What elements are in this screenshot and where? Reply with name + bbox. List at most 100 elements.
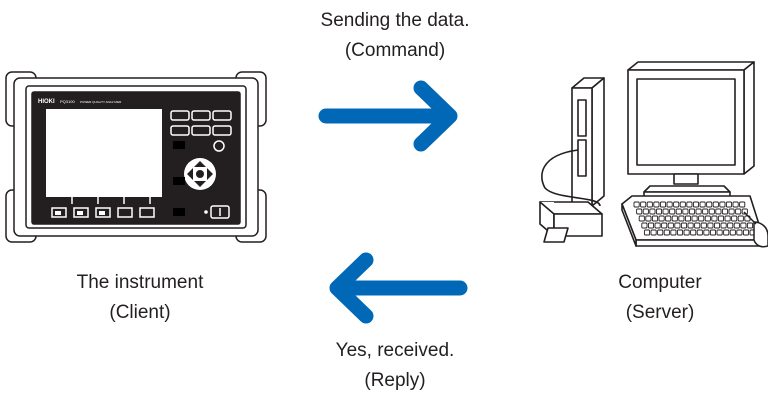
keyboard-key (703, 229, 710, 236)
keyboard-key (682, 208, 689, 215)
keyboard-key (720, 222, 727, 229)
keyboard-key (665, 215, 672, 222)
keyboard-key (692, 201, 700, 208)
keyboard-key (696, 229, 703, 236)
keyboard-key (686, 201, 693, 208)
keyboard-key (713, 222, 721, 229)
keyboard-key (680, 222, 688, 229)
keyboard-key (674, 222, 681, 229)
keyboard-key (676, 229, 684, 236)
keyboard-key (702, 208, 709, 215)
keyboard-key (671, 215, 678, 222)
keyboard-key (657, 229, 664, 236)
keyboard-key (669, 208, 676, 215)
keyboard-key (651, 215, 659, 222)
keyboard-keys (633, 201, 756, 236)
keyboard-key (706, 201, 713, 208)
keyboard-key (636, 208, 643, 215)
keyboard-key (727, 222, 734, 229)
keyboard-key (641, 222, 648, 229)
keyboard-key (724, 215, 731, 222)
model-label: PQ3100 (60, 99, 75, 104)
keyboard-key (646, 201, 653, 208)
keyboard-key (655, 208, 663, 215)
keyboard-key (650, 229, 657, 236)
keyboard-key (707, 222, 714, 229)
keyboard-key (687, 222, 694, 229)
keyboard-key (679, 201, 686, 208)
reply-label-line2: (Reply) (364, 370, 426, 391)
client-label-line2: (Client) (109, 302, 171, 323)
keyboard-key (643, 229, 651, 236)
keyboard-key (638, 215, 645, 222)
send-label: Sending the data. (Command) (270, 6, 520, 66)
keyboard-key (673, 201, 680, 208)
keyboard-key (716, 229, 723, 236)
keyboard-key (742, 229, 750, 236)
keyboard-key (708, 208, 715, 215)
keyboard-key (647, 222, 655, 229)
keyboard-key (667, 222, 674, 229)
keyboard-key (717, 215, 725, 222)
model-subtitle: POWER QUALITY ANALYZER (80, 100, 122, 104)
keyboard-key (699, 201, 706, 208)
reply-arrow (329, 252, 468, 324)
keyboard-key (712, 201, 719, 208)
keyboard-key (704, 215, 711, 222)
keyboard-key (725, 201, 733, 208)
send-label-line2: (Command) (344, 40, 446, 61)
server-label: Computer (Server) (560, 268, 760, 328)
keyboard-key (711, 215, 718, 222)
keyboard-key (740, 222, 747, 229)
mouse-icon (743, 211, 768, 248)
keyboard-key (678, 215, 685, 222)
keyboard-key (728, 208, 735, 215)
keyboard-key (645, 215, 652, 222)
server-label-line1: Computer (618, 272, 702, 293)
keyboard-key (642, 208, 649, 215)
send-label-line1: Sending the data. (320, 10, 470, 31)
keyboard-key (666, 201, 673, 208)
keyboard-key (658, 215, 665, 222)
keyboard-key (723, 229, 730, 236)
keyboard-key (700, 222, 707, 229)
keyboard-key (688, 208, 696, 215)
keyboard-key (709, 229, 717, 236)
client-label-line1: The instrument (76, 272, 204, 293)
keyboard-key (670, 229, 677, 236)
instrument-device (5, 71, 267, 243)
keyboard-key (654, 222, 661, 229)
keyboard-key (653, 201, 660, 208)
keyboard-key (663, 229, 670, 236)
keyboard-key (733, 222, 740, 229)
keyboard-key (715, 208, 722, 215)
keyboard-key (719, 201, 726, 208)
keyboard-key (659, 201, 667, 208)
keyboard-key (684, 215, 692, 222)
keyboard-key (737, 215, 744, 222)
keyboard-key (736, 229, 743, 236)
keyboard-key (661, 222, 668, 229)
keyboard-key (695, 208, 702, 215)
keyboard-key (735, 208, 742, 215)
keyboard-key (649, 208, 656, 215)
keyboard-key (640, 201, 647, 208)
brand-logo: HIOKI (38, 99, 55, 105)
keyboard-key (633, 201, 640, 208)
keyboard-key (731, 215, 738, 222)
client-label: The instrument (Client) (40, 268, 240, 328)
keyboard-key (690, 229, 697, 236)
keyboard-key (732, 201, 739, 208)
keyboard-key (739, 201, 746, 208)
keyboard-key (691, 215, 698, 222)
keyboard-key (721, 208, 729, 215)
keyboard-key (741, 208, 748, 215)
server-label-line2: (Server) (625, 302, 695, 323)
reply-label-line1: Yes, received. (335, 340, 455, 361)
reply-label: Yes, received. (Reply) (270, 336, 520, 396)
keyboard-key (694, 222, 701, 229)
keyboard-key (698, 215, 705, 222)
keyboard-key (662, 208, 669, 215)
keyboard-key (746, 222, 754, 229)
